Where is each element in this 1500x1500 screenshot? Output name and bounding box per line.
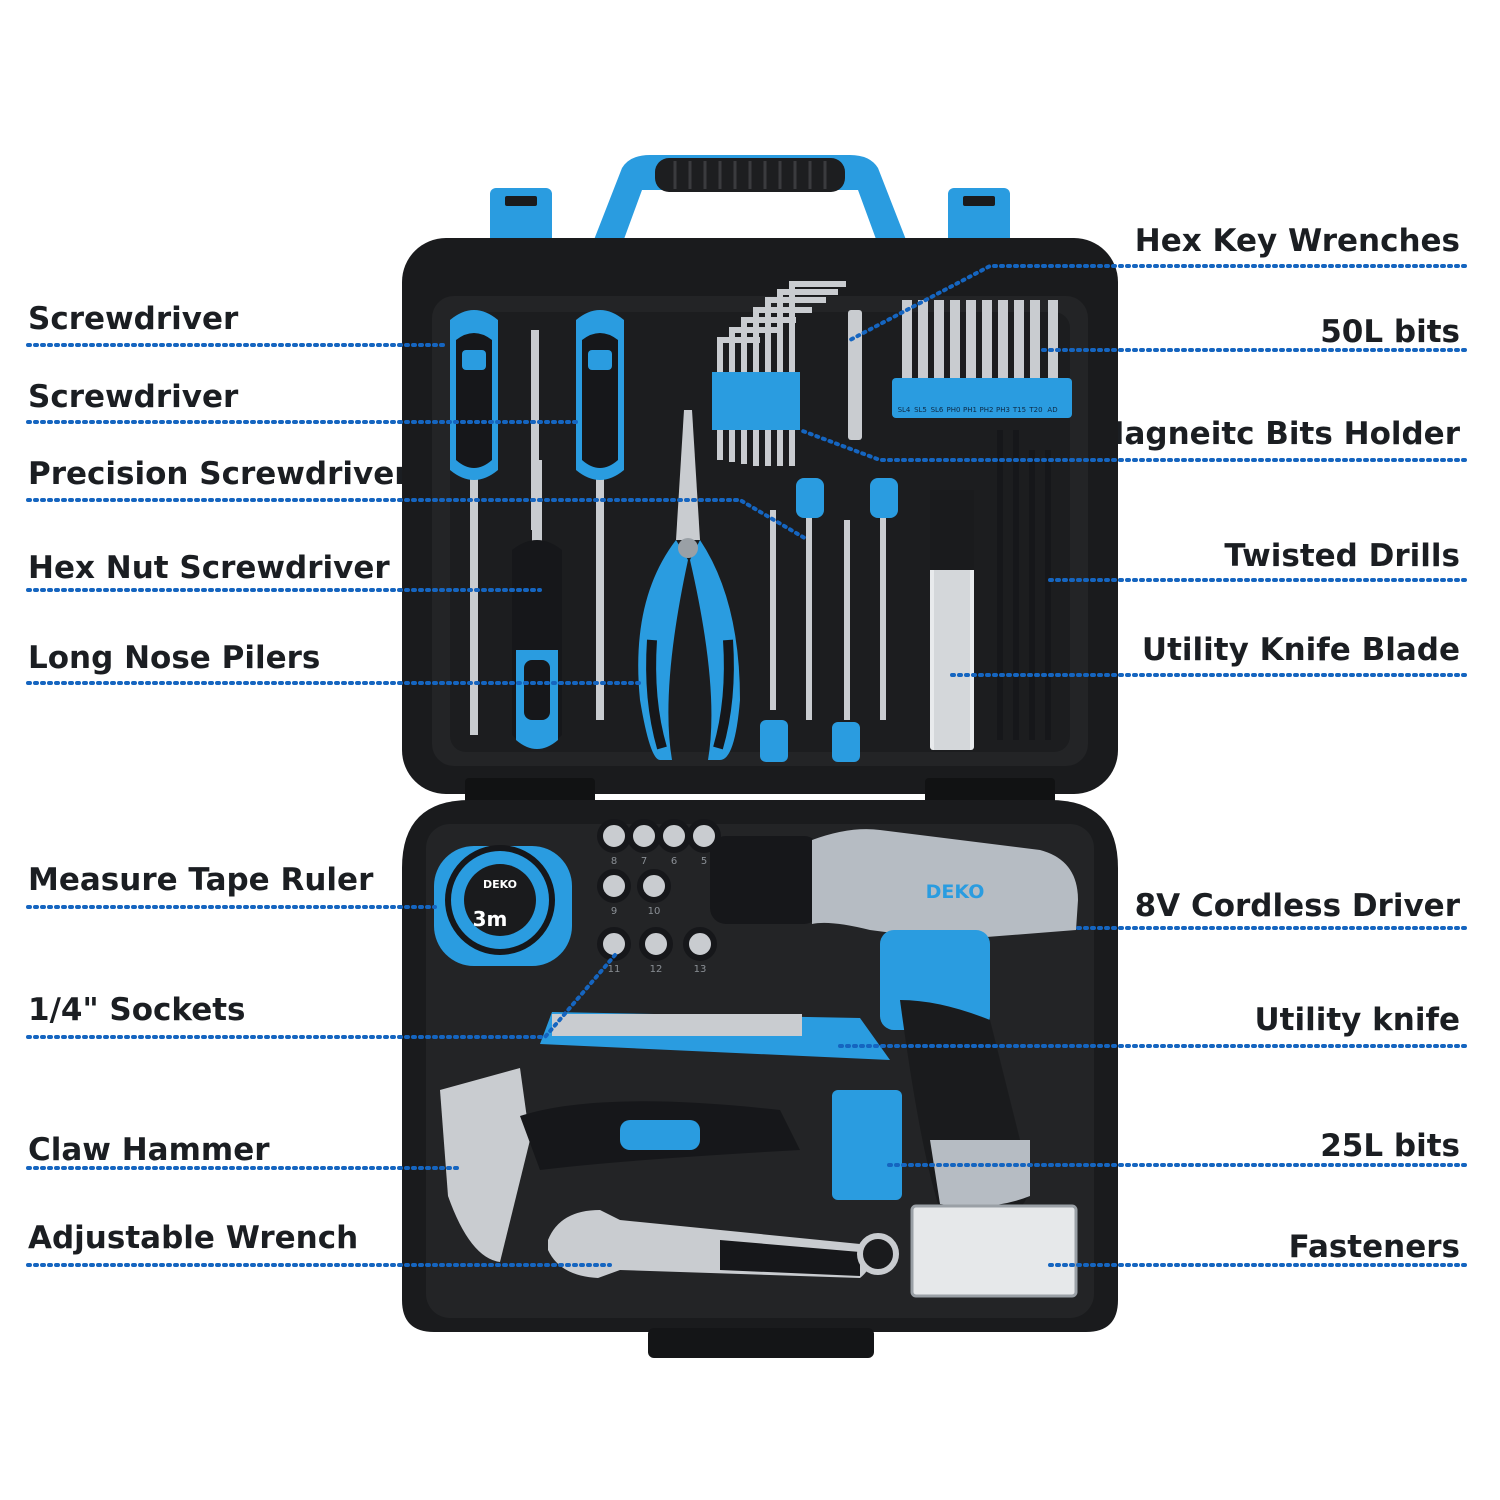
label-utility-knife-blade: Utility Knife Blade	[1141, 632, 1460, 668]
socket	[639, 927, 673, 961]
precision-shaft-tool	[531, 330, 539, 530]
socket-size-label: 12	[650, 964, 663, 975]
left-latch	[490, 188, 552, 252]
label-cordless-driver: 8V Cordless Driver	[1134, 888, 1460, 924]
tape-brand-text: DEKO	[483, 878, 517, 891]
precision-screwdrivers	[760, 478, 898, 762]
long-nose-pliers	[638, 410, 740, 760]
socket-size-label: 11	[608, 964, 621, 975]
utility-knife-blade-pack	[930, 490, 974, 750]
hex-key-holder	[712, 372, 800, 430]
label-hex-key-wrenches: Hex Key Wrenches	[1134, 223, 1460, 259]
label-claw-hammer: Claw Hammer	[28, 1132, 270, 1168]
label-long-nose-pliers: Long Nose Pilers	[28, 640, 321, 676]
bit-slot-label: T20	[1028, 406, 1042, 414]
hinges	[465, 778, 1055, 804]
bit-slot-label: SL6	[931, 406, 944, 414]
label-50l-bits: 50L bits	[1320, 314, 1460, 350]
label-hex-nut-screwdriver: Hex Nut Screwdriver	[28, 550, 390, 586]
bit-slot-label: SL5	[914, 406, 927, 414]
bit-slot-label: AD	[1047, 406, 1057, 414]
bit-slot-label: T15	[1012, 406, 1026, 414]
claw-hammer	[440, 1068, 800, 1262]
driver-brand-text: DEKO	[926, 881, 985, 903]
fasteners-box	[910, 1204, 1078, 1298]
socket	[597, 869, 631, 903]
label-fasteners: Fasteners	[1288, 1229, 1460, 1265]
label-measure-tape: Measure Tape Ruler	[28, 862, 374, 898]
socket	[597, 819, 631, 853]
socket-size-label: 7	[641, 856, 647, 867]
socket-size-label: 5	[701, 856, 707, 867]
screwdriver-2	[576, 310, 624, 720]
socket	[687, 819, 721, 853]
bits-25l	[832, 1090, 902, 1200]
socket-size-label: 6	[671, 856, 677, 867]
tape-length-text: 3m	[473, 907, 508, 931]
socket	[637, 869, 671, 903]
twisted-drills	[997, 430, 1051, 740]
utility-knife	[540, 1012, 890, 1060]
socket	[627, 819, 661, 853]
screwdriver-1	[450, 310, 498, 735]
bit-slot-label: PH0	[947, 406, 961, 414]
socket-size-label: 10	[648, 906, 661, 917]
socket-size-label: 9	[611, 906, 617, 917]
bits-rack	[892, 300, 1072, 418]
socket-size-label: 8	[611, 856, 617, 867]
socket	[683, 927, 717, 961]
label-screwdriver-2: Screwdriver	[28, 379, 239, 415]
socket-size-label: 13	[694, 964, 707, 975]
bit-slot-label: PH1	[963, 406, 977, 414]
label-adjustable-wrench: Adjustable Wrench	[28, 1220, 359, 1256]
socket	[657, 819, 691, 853]
right-latch	[948, 188, 1010, 252]
adjustable-wrench	[548, 1210, 899, 1278]
leader-lines	[26, 264, 1467, 1267]
label-utility-knife: Utility knife	[1254, 1002, 1460, 1038]
socket-set: 8 7 6 5 9 10 11 12 13	[597, 819, 721, 975]
magnetic-bits-holder	[848, 310, 862, 440]
bit-slot-label: PH2	[980, 406, 994, 414]
label-25l-bits: 25L bits	[1320, 1128, 1460, 1164]
label-sockets: 1/4" Sockets	[28, 992, 246, 1028]
label-twisted-drills: Twisted Drills	[1224, 538, 1460, 574]
label-precision-screwdriver: Precision Screwdriver	[28, 456, 410, 492]
label-screwdriver-1: Screwdriver	[28, 301, 239, 337]
bit-slot-label: SL4	[898, 406, 911, 414]
label-magnetic-bits-holder: Magneitc Bits Holder	[1093, 416, 1460, 452]
bit-slot-label: PH3	[996, 406, 1010, 414]
measure-tape: DEKO 3m	[434, 845, 572, 966]
case-handle	[590, 155, 910, 250]
